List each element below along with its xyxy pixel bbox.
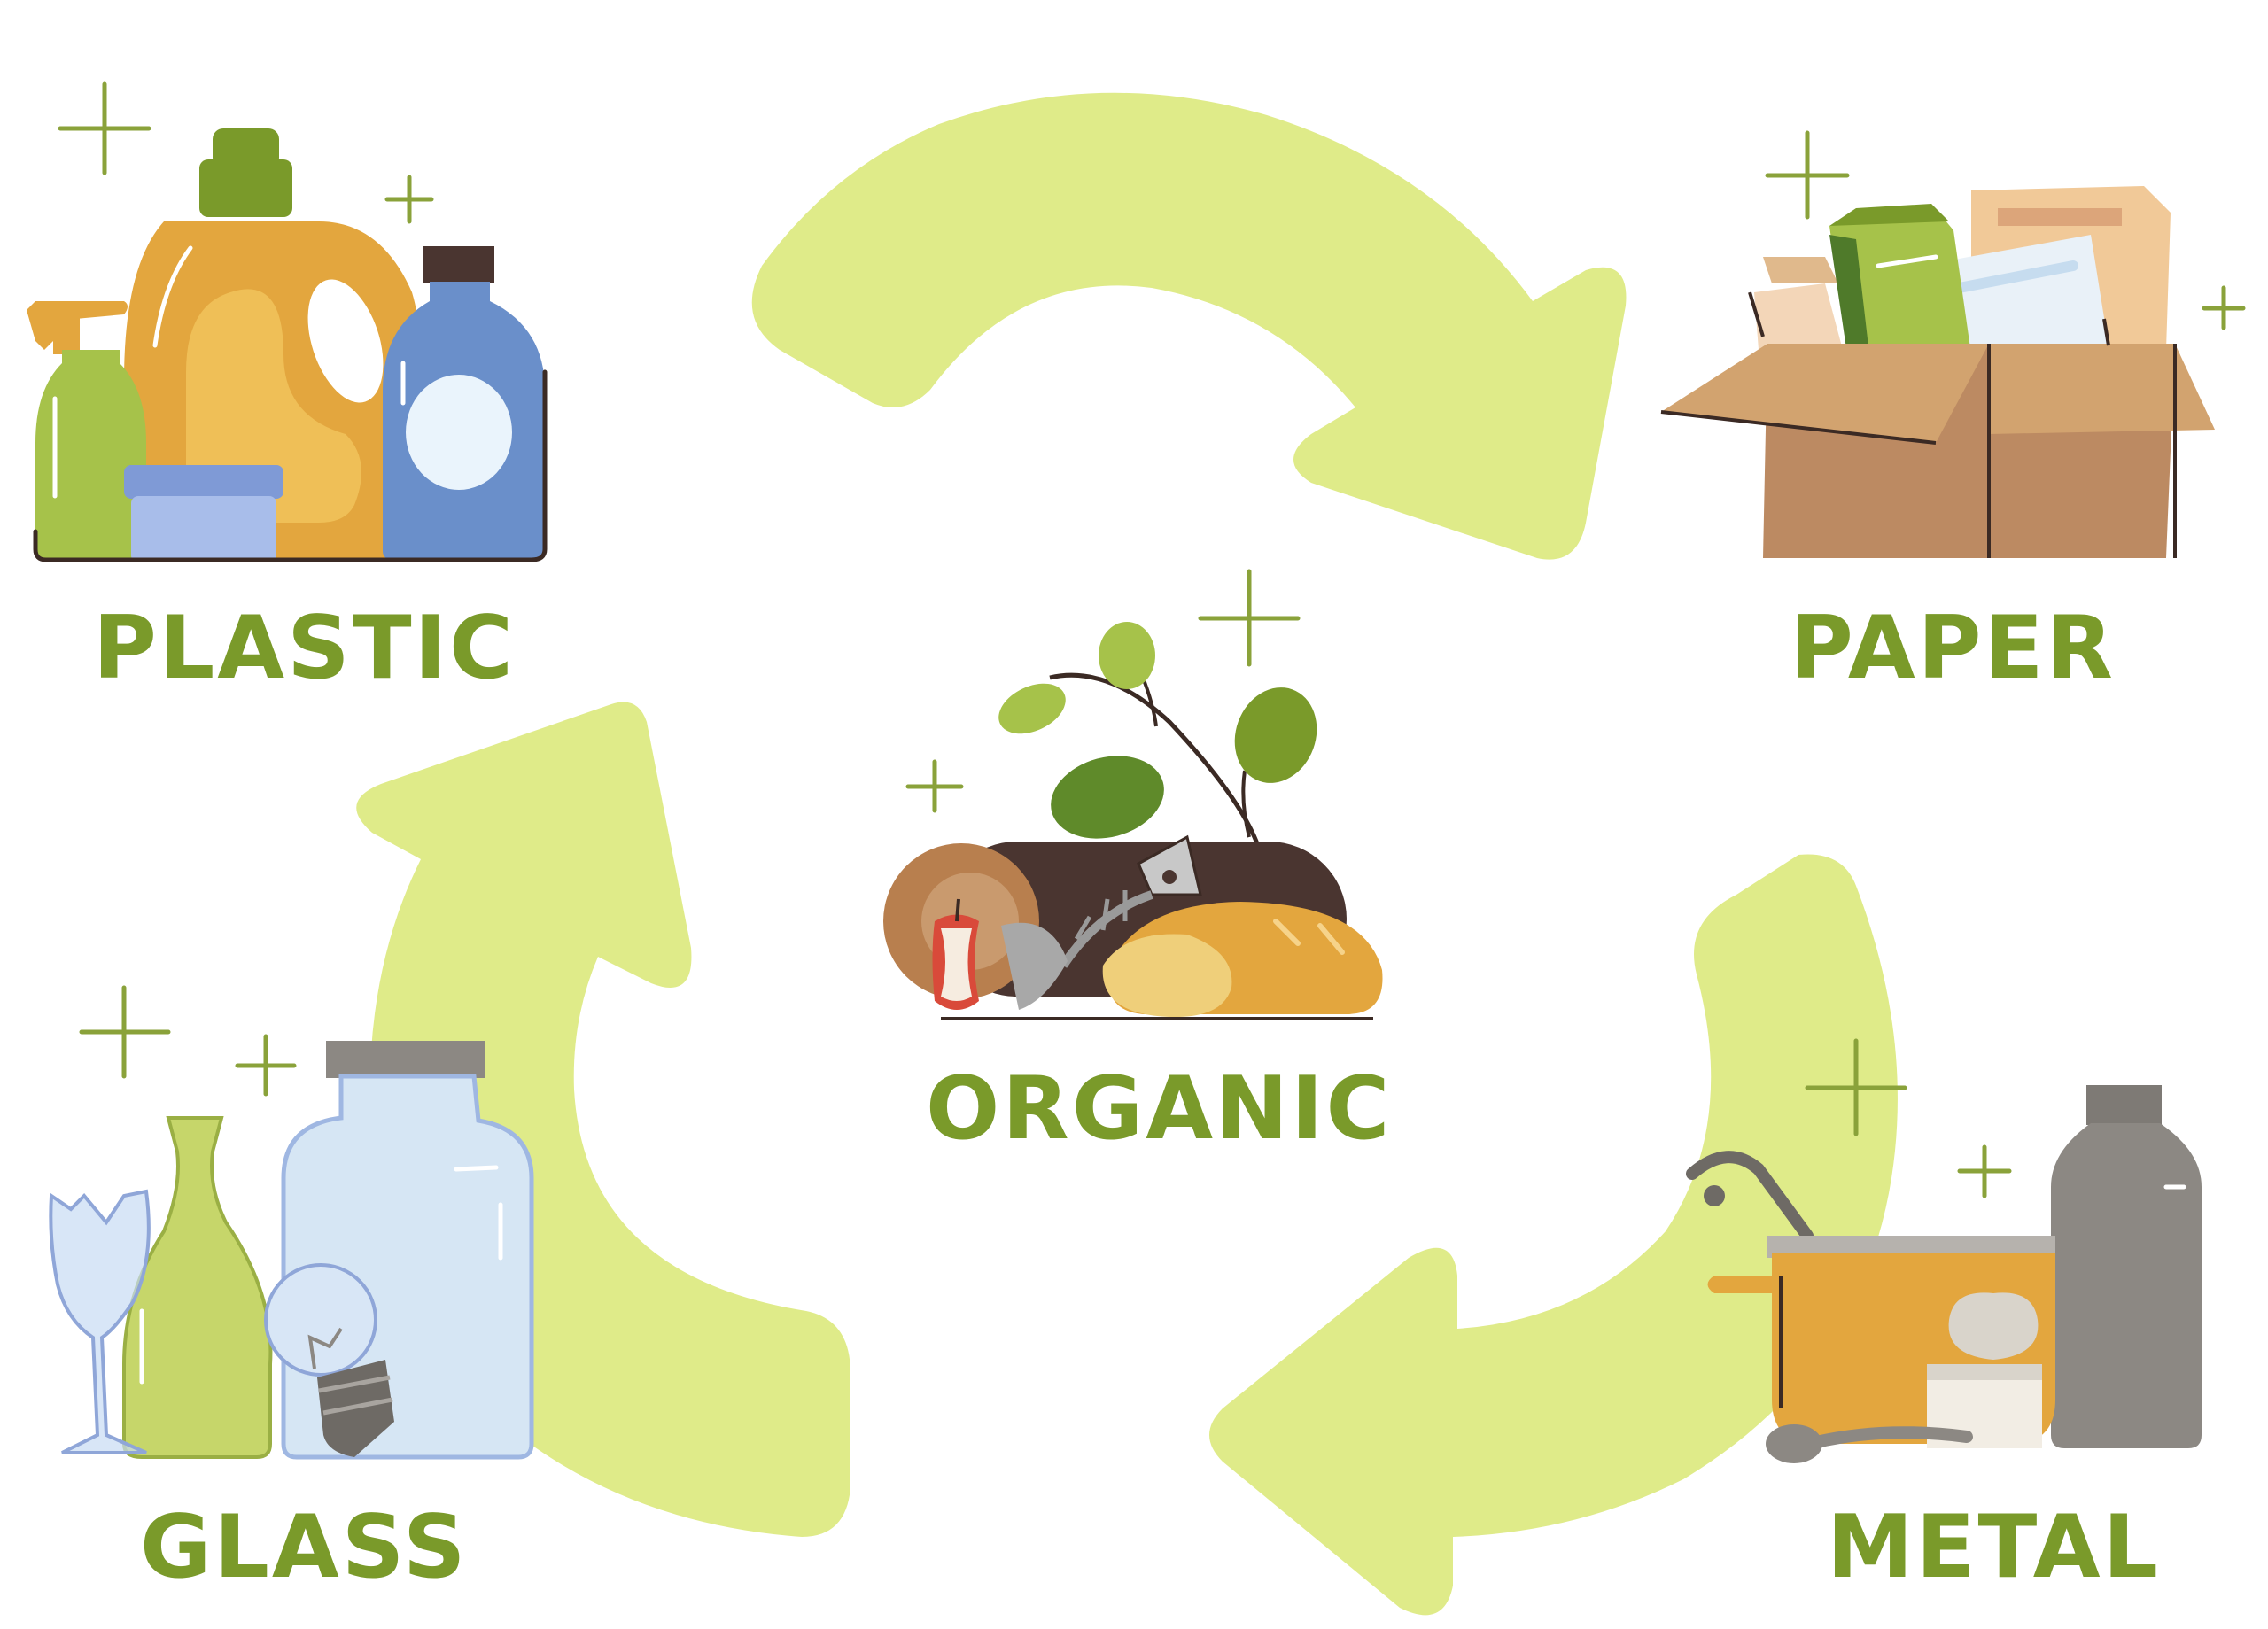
glass-items bbox=[49, 1041, 534, 1460]
sprout-icon bbox=[998, 622, 1317, 847]
recycle-arrow-icon-top bbox=[751, 92, 1627, 560]
sparkle-icon-7 bbox=[79, 985, 171, 1079]
food-container-icon bbox=[124, 465, 284, 562]
sparkles bbox=[58, 81, 2246, 1198]
cardboard-box-icon bbox=[1660, 344, 2215, 558]
metal-items bbox=[1686, 1085, 2202, 1463]
fish-bone-icon bbox=[1001, 834, 1202, 1010]
bread-icon bbox=[1102, 902, 1383, 1018]
plastic-items bbox=[27, 128, 548, 562]
paper-items bbox=[1660, 186, 2215, 558]
label-paper: PAPER bbox=[1790, 598, 2116, 699]
sparkle-icon-8 bbox=[235, 1034, 297, 1097]
sparkle-icon-1 bbox=[58, 81, 151, 175]
sparkle-icon-3 bbox=[1765, 130, 1850, 220]
sparkle-icon-4 bbox=[2202, 285, 2246, 330]
sparkle-icon-9 bbox=[1805, 1038, 1907, 1136]
label-metal: METAL bbox=[1827, 1497, 2161, 1598]
label-glass: GLASS bbox=[140, 1497, 469, 1598]
sparkle-icon-10 bbox=[1957, 1144, 2012, 1198]
apple-core-icon bbox=[932, 898, 979, 1010]
spray-bottle-icon bbox=[27, 301, 146, 558]
broken-wine-glass-icon bbox=[49, 1189, 151, 1454]
label-plastic: PLASTIC bbox=[93, 598, 516, 699]
spoon-icon bbox=[1766, 1424, 1973, 1463]
sparkle-icon-2 bbox=[384, 175, 434, 224]
shampoo-bottle-icon bbox=[383, 246, 545, 560]
recycle-arrow-icon-right bbox=[1209, 854, 1898, 1616]
sparkle-icon-6 bbox=[905, 759, 964, 813]
sparkle-icon-5 bbox=[1198, 569, 1301, 667]
metal-bottle-icon bbox=[2051, 1085, 2202, 1448]
organic-items bbox=[883, 622, 1383, 1020]
tin-can-icon bbox=[1927, 1292, 2042, 1448]
milk-carton-icon bbox=[1829, 204, 1971, 354]
light-bulb-icon bbox=[264, 1263, 394, 1457]
glass-bottle-icon bbox=[122, 1116, 273, 1459]
label-organic: ORGANIC bbox=[926, 1059, 1393, 1160]
